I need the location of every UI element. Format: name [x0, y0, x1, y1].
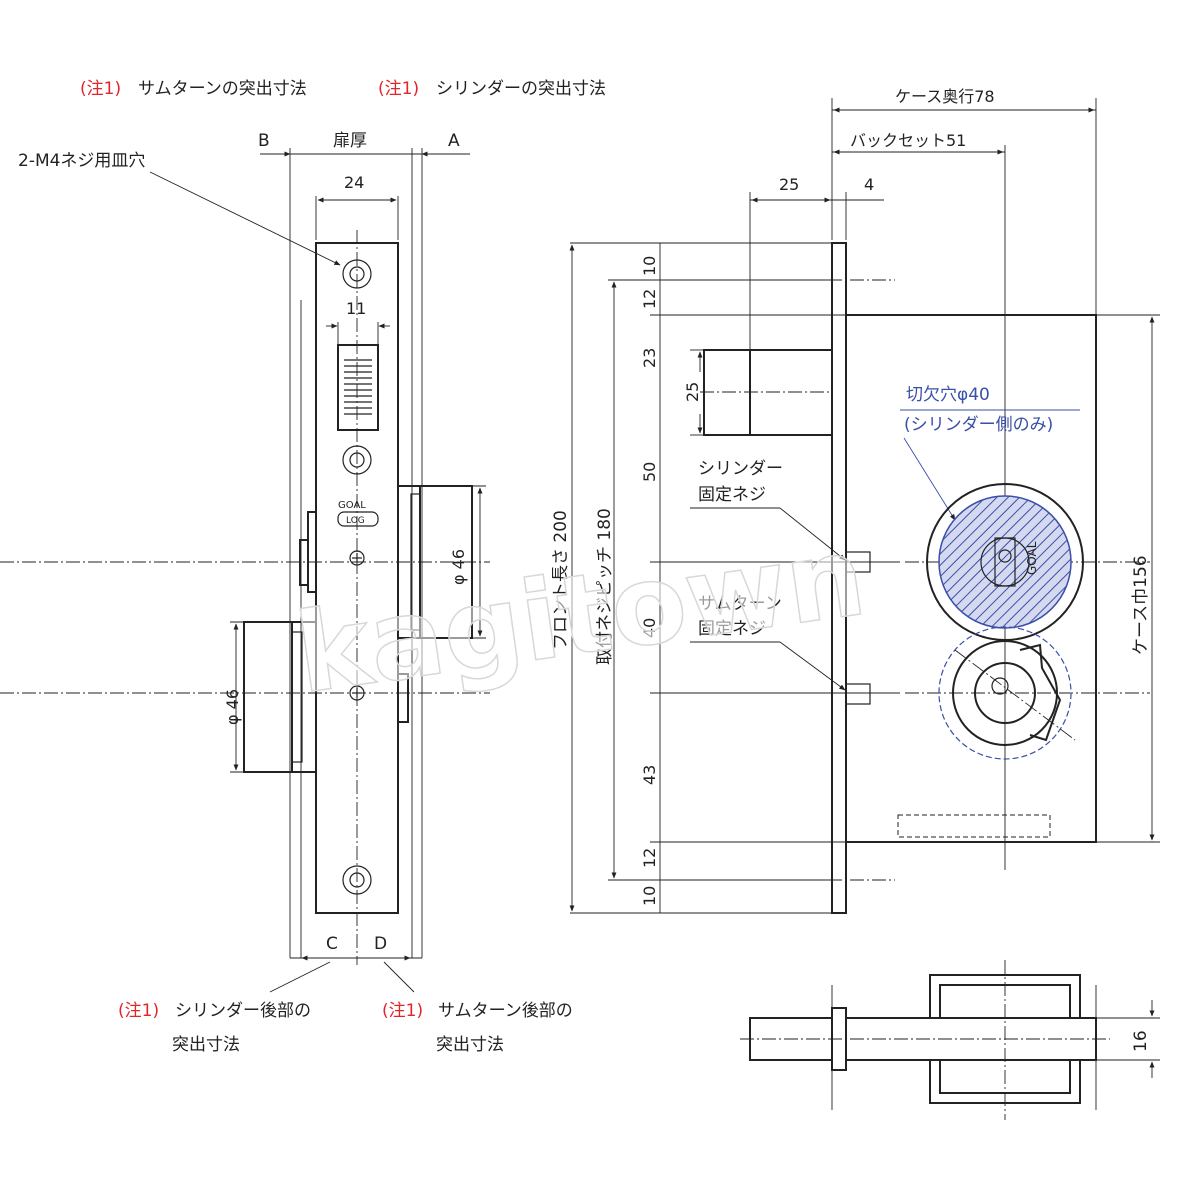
- faceplate-mark-1: GOAL: [338, 500, 366, 511]
- thumbturn-hub: [938, 626, 1076, 760]
- middle-screw: [342, 445, 372, 475]
- cylinder-screw: [845, 551, 871, 573]
- v10-top-label: 10: [640, 256, 659, 276]
- screw-hole-leader: [149, 171, 341, 266]
- v23-label: 23: [640, 348, 659, 368]
- note-a-text: シリンダーの突出寸法: [436, 79, 606, 99]
- dia-46-right-label: φ 46: [449, 549, 468, 585]
- thumb-screw-leader: [779, 641, 846, 691]
- v12-bottom-label: 12: [640, 848, 659, 868]
- v12-top-label: 12: [640, 289, 659, 309]
- thumb-screw: [845, 683, 871, 705]
- screw-pitch-label: 取付ネジピッチ 180: [595, 508, 615, 665]
- note-b-prefix: (注1): [80, 79, 121, 99]
- screw-hole-label: 2-M4ネジ用皿穴: [18, 151, 145, 171]
- latch-projection: [749, 349, 833, 436]
- lock-case: [845, 314, 1097, 843]
- v50-label: 50: [640, 462, 659, 482]
- dia-46-left-label: φ 46: [223, 689, 242, 725]
- bottom-screw: [342, 865, 372, 895]
- dim-16-label: 16: [1131, 1030, 1151, 1052]
- cylinder-screw-label-line1: シリンダー: [698, 459, 783, 479]
- cutout-leader: [903, 437, 956, 521]
- front-length-label: フロント長さ 200: [551, 510, 571, 650]
- note-a-prefix: (注1): [378, 79, 419, 99]
- thumb-screw-label-line1: サムターン: [698, 594, 782, 614]
- door-thickness-label: 扉厚: [333, 131, 367, 151]
- note-b-text: サムターンの突出寸法: [138, 79, 307, 99]
- latch-bolt: [337, 344, 379, 431]
- note-c-line1: シリンダー後部の: [175, 1001, 311, 1021]
- watermark: kagitown: [289, 512, 873, 718]
- latch-tip: [703, 349, 751, 436]
- note-c-prefix: (注1): [118, 1001, 159, 1021]
- hub-label: GOAL: [1025, 541, 1039, 575]
- note-d-line1: サムターン後部の: [438, 1001, 573, 1021]
- v10-bottom-label: 10: [640, 886, 659, 906]
- top-screw: [342, 259, 372, 289]
- width-24-label: 24: [344, 173, 364, 192]
- note-c-leader: [269, 961, 331, 993]
- cutout-label-line2: (シリンダー側のみ): [904, 415, 1053, 435]
- note-c-line2: 突出寸法: [172, 1035, 240, 1055]
- backset-label: バックセット51: [850, 131, 966, 150]
- note-d-prefix: (注1): [382, 1001, 423, 1021]
- left-tab-upper: [307, 511, 317, 593]
- cylinder-screw-leader: [779, 507, 846, 561]
- cylinder-screw-label-line2: 固定ネジ: [698, 485, 766, 505]
- dim-4-label: 4: [864, 175, 874, 194]
- label-b: B: [258, 131, 270, 151]
- label-c: C: [326, 934, 338, 954]
- width-11-label: 11: [346, 299, 366, 318]
- note-d-leader: [383, 961, 415, 993]
- left-side-view: (注1) サムターンの突出寸法 (注1) シリンダーの突出寸法 B 扉厚 A 2…: [0, 79, 606, 1055]
- label-d: D: [374, 934, 387, 954]
- case-depth-label: ケース奥行78: [895, 87, 995, 106]
- faceplate-mark-2: LOG: [346, 516, 365, 526]
- dim-25-top-label: 25: [779, 175, 799, 194]
- bottom-view: 16: [740, 960, 1160, 1120]
- left-tab-inner: [299, 539, 309, 586]
- cylinder-hub: GOAL: [926, 483, 1084, 641]
- v43-label: 43: [640, 765, 659, 785]
- front-view: ケース奥行78 バックセット51 25 4 フロント長さ 200 取付ネジピッ: [551, 87, 1160, 914]
- cutout-label-line1: 切欠穴φ40: [906, 385, 990, 405]
- note-d-line2: 突出寸法: [436, 1035, 504, 1055]
- thumb-screw-label-line2: 固定ネジ: [698, 619, 766, 639]
- case-width-label: ケース巾156: [1131, 555, 1151, 655]
- v40-label: 40: [640, 618, 659, 638]
- right-tab-lower: [397, 673, 409, 723]
- v25-label: 25: [683, 382, 702, 402]
- label-a: A: [448, 131, 460, 151]
- bottom-slot: [897, 814, 1051, 838]
- cross-screw-upper: [349, 550, 365, 566]
